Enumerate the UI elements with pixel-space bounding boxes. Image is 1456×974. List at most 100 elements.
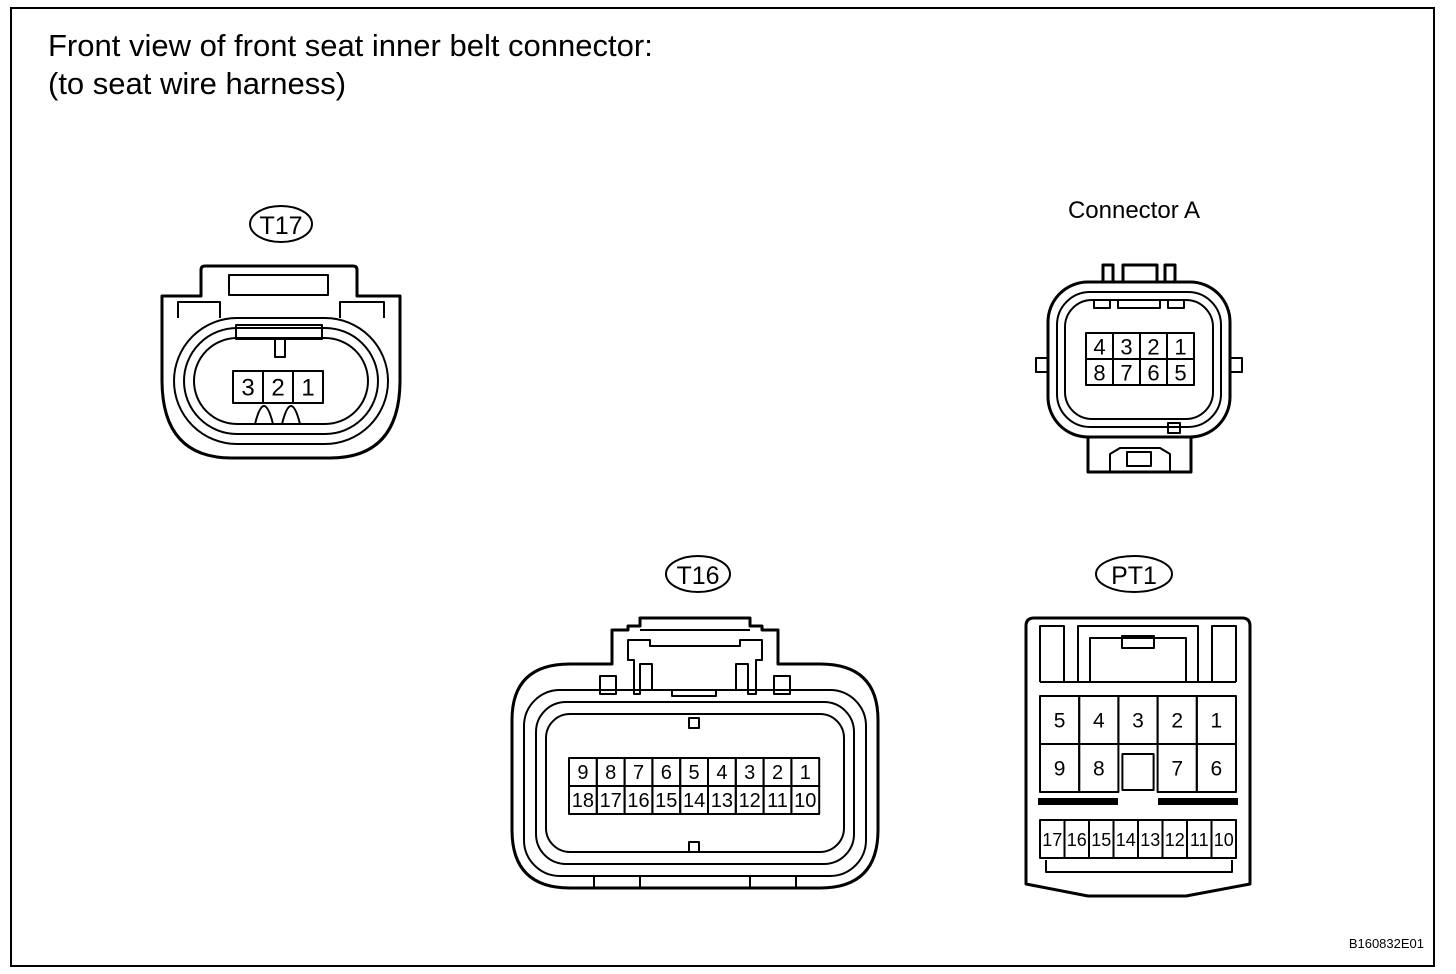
connector-a-pin-number: 1: [1174, 335, 1186, 360]
t16-pin-number: 4: [716, 762, 727, 784]
frame-border: [10, 7, 1435, 967]
pt1-blank-cavity: [1121, 753, 1155, 791]
t16-bottom-ribs: [593, 876, 797, 888]
pt1-label-oval: [1095, 555, 1173, 593]
connector-a-lock-button: [1126, 451, 1152, 467]
t17-latch: [228, 274, 329, 296]
t16-label-oval: [665, 555, 731, 593]
t16-label: T16: [676, 562, 719, 590]
connector-a-top-keys: [1093, 300, 1185, 309]
t16-pin-number: 17: [600, 790, 622, 812]
connector-a-lock-body: [1086, 437, 1193, 474]
t17-seal-1: [173, 317, 389, 445]
t16-pin-number: 13: [711, 790, 733, 812]
pt1-pin-number: 17: [1042, 830, 1062, 850]
t17-pin-number: 3: [241, 375, 254, 402]
connector-a-label: Connector A: [1068, 197, 1200, 224]
connector-a-pin-number: 2: [1147, 335, 1159, 360]
connector-a-lock-arm: [1109, 447, 1171, 472]
pt1-pin-number: 9: [1054, 758, 1066, 781]
t16-seal-mid: [535, 701, 855, 865]
t16-pin-number: 14: [683, 790, 705, 812]
t17-shoulders: [177, 301, 385, 318]
pt1-pin-number: 15: [1091, 830, 1111, 850]
pt1-lock-frame: [1077, 625, 1199, 682]
pt1-pin-number: 5: [1054, 710, 1066, 733]
pt1-lock-inner: [1089, 637, 1187, 682]
pt1-pin-number: 2: [1171, 710, 1183, 733]
t16-pin-number: 6: [661, 762, 672, 784]
title-line-2: (to seat wire harness): [48, 66, 347, 101]
connector-a-left-tab: [1035, 357, 1049, 373]
pt1-pin-number: 10: [1214, 830, 1234, 850]
t16-pin-number: 2: [772, 762, 783, 784]
connector-a-pin-number: 4: [1093, 335, 1105, 360]
t17-cavity: [292, 370, 324, 404]
pt1-cavity: [1078, 743, 1120, 793]
connector-a-seal-inner: [1064, 299, 1214, 420]
pt1-spacer-right: [1158, 798, 1238, 805]
pt1-pin-number: 8: [1093, 758, 1105, 781]
connector-a-pin-number: 5: [1174, 361, 1186, 386]
pt1-pin-number: 3: [1132, 710, 1144, 733]
pt1-pin-number: 16: [1067, 830, 1087, 850]
t16-guide-right: [773, 675, 791, 695]
connector-a-pin-number: 3: [1120, 335, 1132, 360]
t17-housing: [160, 264, 402, 460]
t16-pin-number: 10: [794, 790, 816, 812]
pt1-spacer-left: [1038, 798, 1118, 805]
connector-a-right-tab: [1229, 357, 1243, 373]
t17-pin-number: 2: [271, 375, 284, 402]
t16-pin-number: 5: [689, 762, 700, 784]
connector-a-seal-outer: [1056, 291, 1222, 428]
pt1-label: PT1: [1111, 562, 1157, 590]
pt1-pin-number: 12: [1165, 830, 1185, 850]
t16-housing: [510, 616, 880, 890]
pt1-bottom-rail: [1045, 860, 1233, 873]
pt1-right-rail: [1211, 625, 1237, 682]
t16-pin-number: 16: [627, 790, 649, 812]
t16-pin-number: 12: [739, 790, 761, 812]
connector-a-pin-number: 7: [1120, 361, 1132, 386]
connector-a-notch: [1167, 422, 1181, 434]
pt1-cavity: [1210, 819, 1237, 859]
t17-label: T17: [259, 212, 302, 240]
t17-key: [235, 324, 323, 340]
t16-guide-left: [599, 675, 617, 695]
t17-terminal-springs: [254, 405, 301, 425]
t16-top-key: [688, 717, 700, 729]
pt1-pin-number: 6: [1211, 758, 1223, 781]
t16-pin-number: 8: [605, 762, 616, 784]
t16-pin-number: 18: [572, 790, 594, 812]
pt1-pin-number: 1: [1211, 710, 1223, 733]
t16-seal-outer: [523, 689, 867, 877]
pt1-lock-tab: [1121, 635, 1155, 649]
connector-a-top-tabs: [1101, 263, 1177, 282]
t17-key-slot: [274, 339, 286, 358]
t16-bottom-key: [688, 841, 700, 853]
t16-pin-number: 15: [655, 790, 677, 812]
pt1-cavity: [1195, 743, 1238, 793]
connector-a-pin-number: 8: [1093, 361, 1105, 386]
t16-pin-number: 9: [577, 762, 588, 784]
t16-pin-number: 1: [800, 762, 811, 784]
connector-a-cavity: [1166, 358, 1195, 386]
t16-pin-number: 11: [767, 790, 788, 812]
t16-lock-tab: [671, 690, 717, 697]
t16-pin-number: 7: [633, 762, 644, 784]
t16-pin-number: 3: [744, 762, 755, 784]
t16-lock-frame: [627, 639, 763, 695]
title-line-1: Front view of front seat inner belt conn…: [48, 28, 653, 63]
pt1-pin-number: 11: [1190, 830, 1209, 850]
pt1-left-rail: [1039, 625, 1065, 682]
t16-cavity: [790, 785, 821, 815]
